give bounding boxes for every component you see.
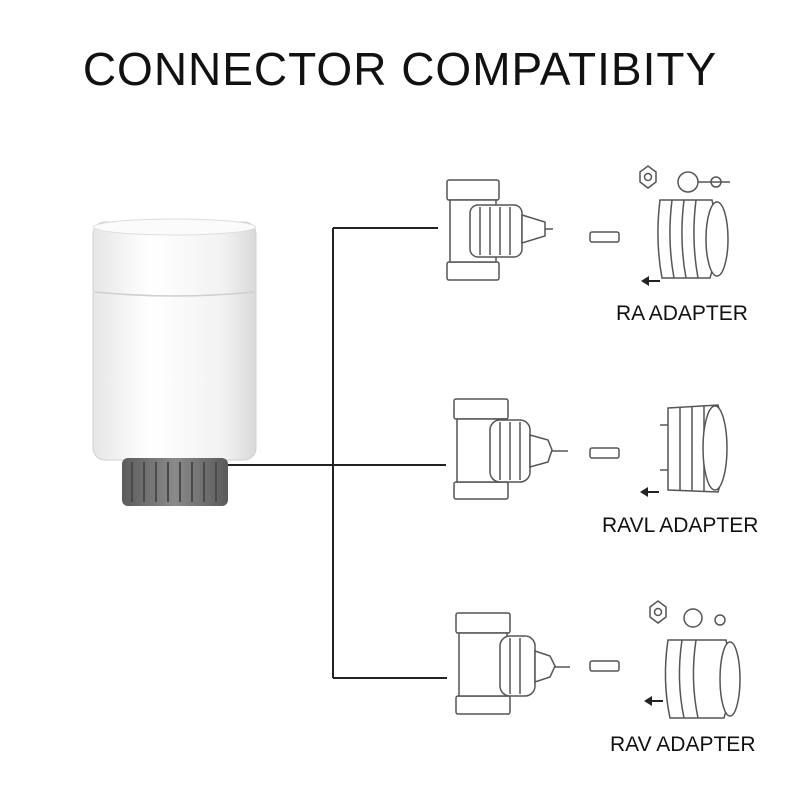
valve-body-icon xyxy=(455,612,570,715)
connector-lines xyxy=(228,227,447,679)
valve-body-icon xyxy=(446,179,553,281)
page-title: CONNECTOR COMPATIBITY xyxy=(82,43,718,95)
adapter-ring-icon xyxy=(660,404,728,493)
ra-adapter-label: RA ADAPTER xyxy=(616,302,748,325)
pin-icon xyxy=(589,231,620,672)
adapter-ring-icon xyxy=(649,600,741,719)
rav-adapter-label: RAV ADAPTER xyxy=(610,733,756,756)
valve-body-icon xyxy=(453,398,568,500)
thermostat-head-icon xyxy=(92,218,257,506)
ravl-adapter-label: RAVL ADAPTER xyxy=(602,514,759,537)
adapter-ring-icon xyxy=(639,165,730,279)
arrow-left-icon xyxy=(640,276,663,706)
